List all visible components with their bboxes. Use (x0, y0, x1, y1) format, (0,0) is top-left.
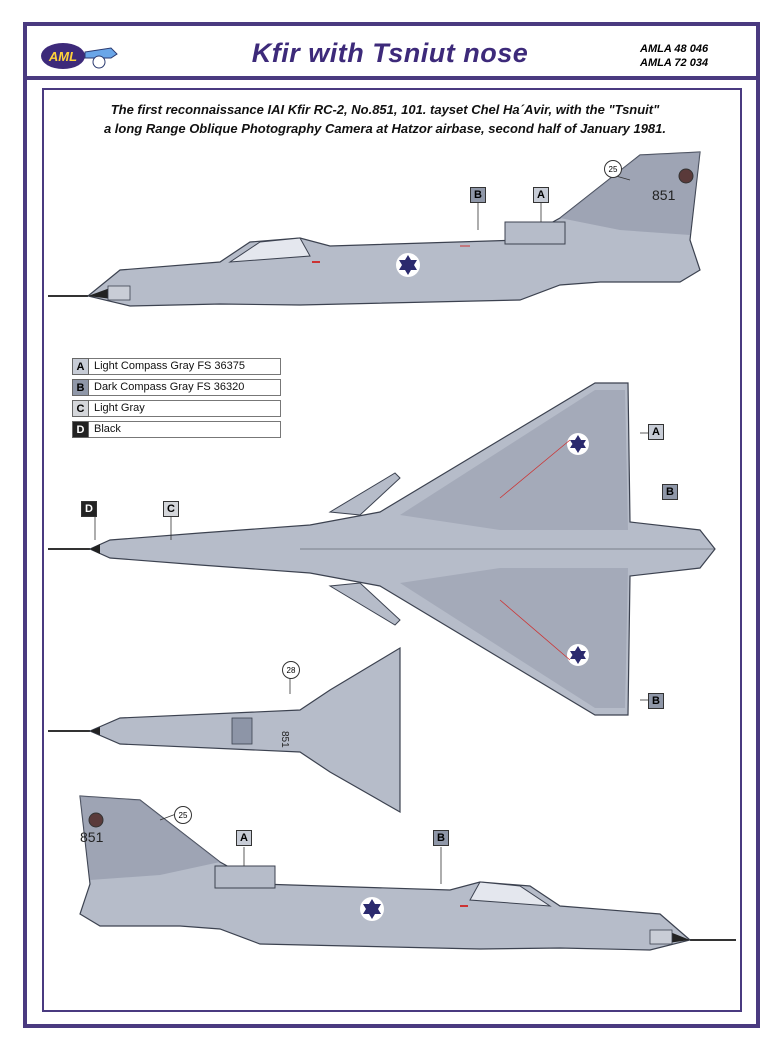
callout-top-d: D (81, 501, 97, 517)
page-title: Kfir with Tsniut nose (251, 38, 529, 68)
legend-label-d: Black (89, 421, 281, 438)
product-code-1: AMLA 48 046 (640, 43, 709, 55)
description: The first reconnaissance IAI Kfir RC-2, … (60, 100, 710, 138)
callout-side1-a: A (533, 187, 549, 203)
logo-text: AML (48, 49, 77, 64)
legend-label-c: Light Gray (89, 400, 281, 417)
callout-side2-b: B (433, 830, 449, 846)
legend-label-a: Light Compass Gray FS 36375 (89, 358, 281, 375)
callout-top-b2: B (648, 693, 664, 709)
description-line-2: a long Range Oblique Photography Camera … (103, 121, 667, 136)
legend-row-a: A Light Compass Gray FS 36375 (72, 358, 281, 375)
legend-label-b: Dark Compass Gray FS 36320 (89, 379, 281, 396)
callout-side2-a: A (236, 830, 252, 846)
legend-key-a: A (72, 358, 89, 375)
legend-row-b: B Dark Compass Gray FS 36320 (72, 379, 281, 396)
callout-top-c: C (163, 501, 179, 517)
legend-row-c: C Light Gray (72, 400, 281, 417)
legend-row-d: D Black (72, 421, 281, 438)
top-view (48, 382, 716, 716)
side-view-right: 851 (79, 795, 736, 951)
callout-side2-number: 25 (174, 806, 192, 824)
side-view-left: 851 (48, 151, 701, 307)
under-number: 851 (279, 731, 290, 748)
under-view: 851 (48, 646, 401, 814)
tail-number-side-2: 851 (80, 829, 104, 845)
callout-top-a: A (648, 424, 664, 440)
product-codes: AMLA 48 046 AMLA 72 034 (640, 42, 752, 70)
header-bar (23, 22, 760, 80)
callout-side1-b: B (470, 187, 486, 203)
callout-side1-number: 25 (604, 160, 622, 178)
callout-under-number: 28 (282, 661, 300, 679)
product-code-2: AMLA 72 034 (640, 57, 709, 69)
description-line-1: The first reconnaissance IAI Kfir RC-2, … (110, 102, 660, 117)
legend-key-d: D (72, 421, 89, 438)
content-panel (42, 88, 742, 1012)
callout-top-b1: B (662, 484, 678, 500)
legend-key-c: C (72, 400, 89, 417)
aml-logo: AML (41, 38, 121, 74)
tail-number-side-1: 851 (652, 187, 676, 203)
legend-key-b: B (72, 379, 89, 396)
